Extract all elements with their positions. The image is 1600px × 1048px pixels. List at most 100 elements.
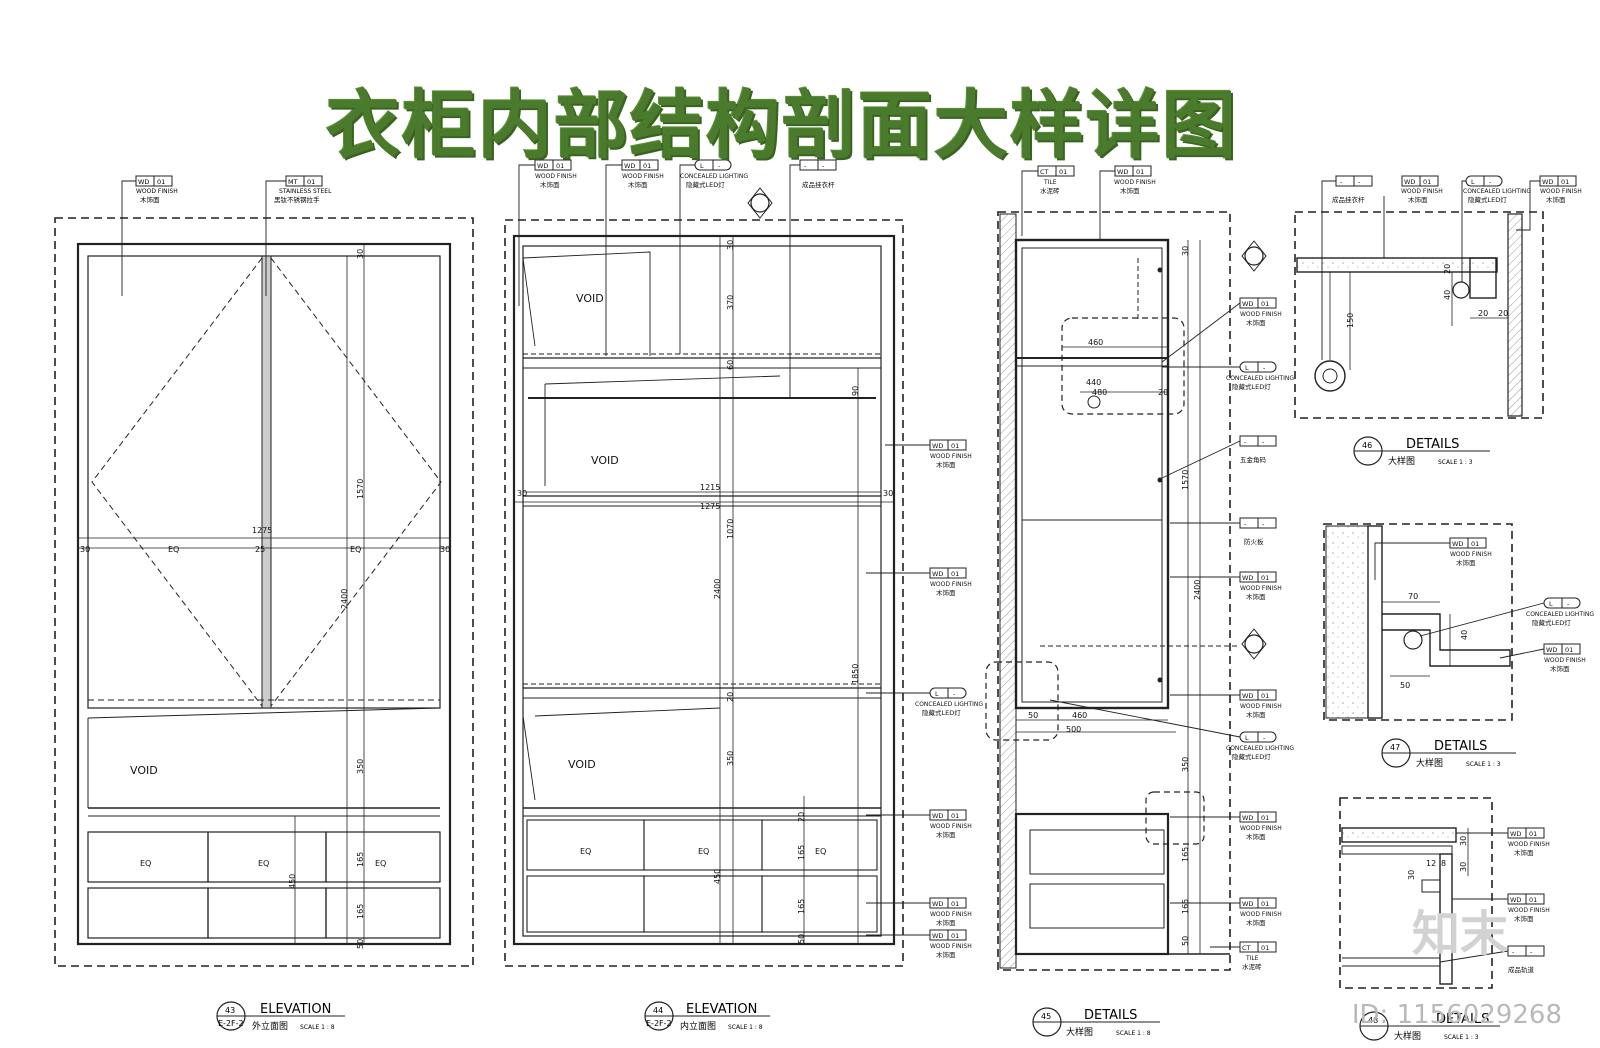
svg-text:60: 60: [726, 360, 735, 370]
svg-text:WD: WD: [1542, 178, 1553, 186]
svg-text:WD: WD: [1510, 830, 1521, 838]
svg-text:EQ: EQ: [168, 545, 179, 554]
view-43-callout-steel: MT 01 STAINLESS STEEL 黑钛不锈钢拉手: [265, 175, 332, 296]
svg-text:165: 165: [1181, 899, 1190, 914]
svg-text:大样图: 大样图: [1394, 1030, 1421, 1042]
svg-text:-: -: [1244, 520, 1247, 528]
svg-text:内立面图: 内立面图: [680, 1020, 716, 1032]
svg-text:40: 40: [1443, 290, 1452, 300]
svg-text:DETAILS: DETAILS: [1434, 739, 1487, 754]
svg-text:木饰面: 木饰面: [936, 950, 956, 959]
view-48-labels: 30 30 30 12 8: [1407, 836, 1468, 880]
callout-45-side-10: CT 01 TILE 水泥砖: [1210, 941, 1277, 971]
svg-text:WOOD FINISH: WOOD FINISH: [930, 823, 972, 830]
svg-text:WOOD FINISH: WOOD FINISH: [930, 911, 972, 918]
svg-text:CONCEALED LIGHTING: CONCEALED LIGHTING: [1226, 745, 1294, 752]
svg-text:1850: 1850: [851, 664, 860, 684]
svg-text:01: 01: [643, 162, 651, 170]
callout-44-led: L - CONCEALED LIGHTING 隐藏式LED灯: [679, 159, 748, 354]
svg-text:CT: CT: [1242, 944, 1251, 952]
callout-47-led: L - CONCEALED LIGHTING 隐藏式LED灯: [1419, 597, 1594, 637]
svg-text:SCALE 1 : 3: SCALE 1 : 3: [1438, 459, 1473, 466]
section-45: [985, 211, 1238, 971]
svg-text:50: 50: [1181, 936, 1190, 946]
void-label: VOID: [130, 764, 158, 777]
svg-text:L: L: [1245, 734, 1249, 742]
svg-text:WD: WD: [932, 932, 943, 940]
svg-text:30: 30: [80, 545, 90, 554]
svg-text:成品挂衣杆: 成品挂衣杆: [1332, 195, 1365, 204]
svg-text:-: -: [1244, 438, 1247, 446]
door-swing-right: [270, 257, 442, 707]
svg-text:WD: WD: [537, 162, 548, 170]
svg-text:480: 480: [1092, 388, 1107, 397]
view-47-callouts: WD 01 WOOD FINISH 木饰面 L - CONCEALED LIGH…: [1374, 537, 1594, 673]
callout-47-wood-b: WD 01 WOOD FINISH 木饰面: [1499, 643, 1586, 673]
svg-text:隐藏式LED灯: 隐藏式LED灯: [922, 708, 961, 717]
view-44-side-callouts: WD 01 WOOD FINISH 木饰面 WD 01 WOOD FINISH …: [866, 439, 983, 959]
svg-text:成品挂衣杆: 成品挂衣杆: [802, 180, 835, 189]
svg-text:VOID: VOID: [568, 758, 596, 771]
view-44-labels: VOID VOID VOID 1215 1275 30 30 30 370 60…: [517, 240, 893, 944]
svg-text:木饰面: 木饰面: [1246, 918, 1266, 927]
svg-text:木饰面: 木饰面: [1546, 195, 1566, 204]
svg-text:外立面图: 外立面图: [252, 1020, 288, 1032]
svg-text:木饰面: 木饰面: [936, 918, 956, 927]
svg-text:木饰面: 木饰面: [1514, 848, 1534, 857]
svg-text:500: 500: [1066, 725, 1081, 734]
stainless-handle: [261, 255, 272, 709]
svg-text:木饰面: 木饰面: [936, 588, 956, 597]
svg-text:木饰面: 木饰面: [1246, 832, 1266, 841]
svg-text:WD: WD: [1242, 814, 1253, 822]
callout-48-track: - - 成品轨道: [1439, 945, 1545, 974]
view-47-dashed-border: [1323, 523, 1513, 721]
svg-text:-: -: [1530, 948, 1533, 956]
svg-text:01: 01: [951, 900, 959, 908]
svg-text:01: 01: [157, 178, 165, 186]
svg-text:150: 150: [1346, 313, 1355, 328]
svg-text:WD: WD: [1546, 646, 1557, 654]
svg-text:水泥砖: 水泥砖: [1242, 962, 1262, 971]
callout-45-side-8: WD 01 WOOD FINISH 木饰面: [1170, 811, 1282, 841]
view-46-callouts: - - 成品挂衣杆 WD 01 WOOD FINISH 木饰面 L - CONC…: [1321, 175, 1582, 360]
svg-text:30: 30: [517, 489, 527, 498]
svg-text:90: 90: [851, 386, 860, 396]
svg-text:STAINLESS STEEL: STAINLESS STEEL: [279, 188, 332, 195]
svg-text:-: -: [1263, 364, 1266, 372]
svg-text:01: 01: [1261, 900, 1269, 908]
svg-text:木饰面: 木饰面: [1408, 195, 1428, 204]
callout-45-wood: WD 01 WOOD FINISH 木饰面: [1099, 165, 1156, 240]
svg-text:50: 50: [1028, 711, 1038, 720]
svg-text:TILE: TILE: [1245, 955, 1259, 962]
svg-text:01: 01: [1561, 178, 1569, 186]
svg-text:CONCEALED LIGHTING: CONCEALED LIGHTING: [1226, 375, 1294, 382]
view-46-title: 46 DETAILS 大样图 SCALE 1 : 3: [1353, 436, 1490, 467]
elevation-44: [504, 219, 904, 967]
svg-text:WOOD FINISH: WOOD FINISH: [1450, 551, 1492, 558]
svg-text:2400: 2400: [713, 579, 722, 599]
detail-48: [1339, 797, 1493, 989]
view-45-top-callouts: CT 01 TILE 水泥砖 WD 01 WOOD FINISH 木饰面: [1021, 165, 1267, 660]
callout-45-side-7: L - CONCEALED LIGHTING 隐藏式LED灯: [1049, 699, 1294, 761]
svg-text:30: 30: [1459, 862, 1468, 872]
view-47-title: 47 DETAILS 大样图 SCALE 1 : 3: [1381, 738, 1516, 769]
svg-text:DETAILS: DETAILS: [1436, 1012, 1489, 1027]
svg-text:木饰面: 木饰面: [1246, 710, 1266, 719]
svg-text:CONCEALED LIGHTING: CONCEALED LIGHTING: [1463, 188, 1531, 195]
svg-text:2400: 2400: [340, 589, 349, 609]
svg-text:水泥砖: 水泥砖: [1040, 186, 1060, 195]
svg-text:50: 50: [356, 939, 365, 949]
callout-45-side-3: - - 五金角码: [1161, 435, 1277, 479]
svg-text:木饰面: 木饰面: [1246, 592, 1266, 601]
svg-text:165: 165: [797, 845, 806, 860]
svg-text:木饰面: 木饰面: [628, 180, 648, 189]
callout-45-side-9: WD 01 WOOD FINISH 木饰面: [1170, 897, 1282, 927]
svg-text:20: 20: [1443, 264, 1452, 274]
svg-text:ELEVATION: ELEVATION: [686, 1002, 757, 1017]
svg-text:350: 350: [356, 759, 365, 774]
svg-text:WD: WD: [932, 570, 943, 578]
svg-text:MT: MT: [288, 178, 298, 186]
svg-text:L: L: [1471, 178, 1475, 186]
svg-text:WD: WD: [1117, 168, 1128, 176]
callout-44-side-1: WD 01 WOOD FINISH 木饰面: [885, 439, 972, 469]
